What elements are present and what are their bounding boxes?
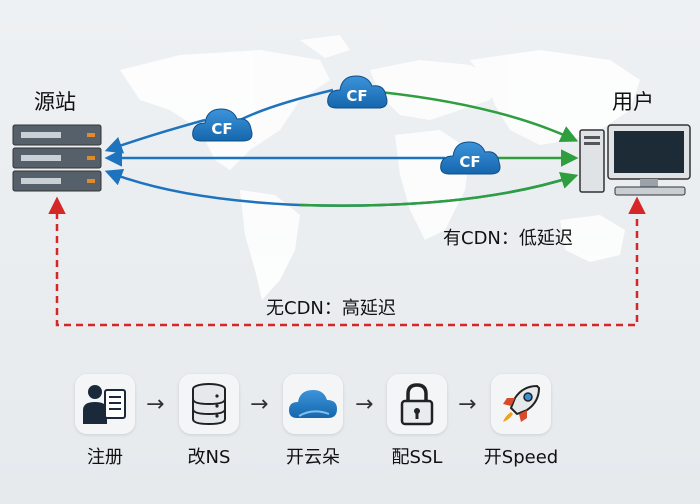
cloud-node-2 [327,75,388,109]
step-enable-cloud-label: 开云朵 [286,447,340,468]
cloud-node-3 [440,141,501,175]
step-arrow-4: → [458,392,477,417]
no-cdn-caption: 无CDN：高延迟 [266,298,396,319]
red-dashed-path [48,196,646,327]
step-arrow-3: → [355,392,374,417]
step-change-ns: 改NS [164,374,254,469]
step-change-ns-label: 改NS [187,447,231,468]
cloud-icon [283,374,343,434]
step-enable-speed-label: 开Speed [483,447,559,468]
register-user-icon [75,374,135,434]
cdn-paths [48,88,646,327]
step-register-label: 注册 [87,447,123,468]
step-register: 注册 [60,374,150,469]
blue-path-cf2-to-cf1 [239,88,334,122]
step-config-ssl-label: 配SSL [391,447,443,468]
step-config-ssl: 配SSL [372,374,462,469]
step-enable-speed: 开Speed [476,374,566,469]
step-enable-cloud: 开云朵 [268,374,358,469]
lock-icon [387,374,447,434]
world-map [120,35,640,300]
blue-path-cf1-to-source [104,118,206,154]
cdn-caption: 有CDN：低延迟 [443,228,573,249]
cloud-node-1 [192,108,253,142]
rocket-icon [491,374,551,434]
cloud-node-3-label: CF [459,153,480,171]
user-label: 用户 [612,90,654,114]
green-path-cf2-to-user [379,90,579,143]
server-icon [12,124,102,192]
source-label: 源站 [34,90,76,114]
blue-path-source-long [104,168,576,207]
database-icon [179,374,239,434]
computer-icon [579,124,691,196]
step-arrow-1: → [146,392,165,417]
step-arrow-2: → [250,392,269,417]
cloud-node-2-label: CF [346,87,367,105]
cloud-node-1-label: CF [211,120,232,138]
